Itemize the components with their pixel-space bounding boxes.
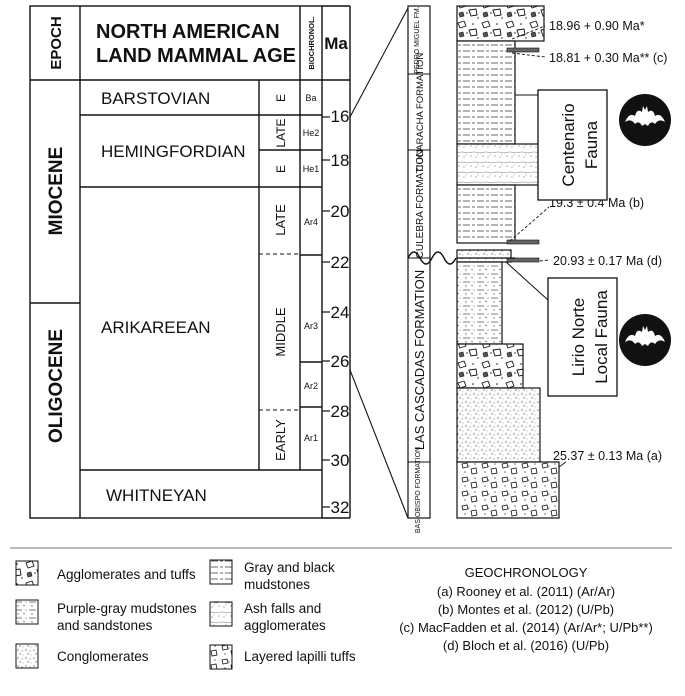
formation-las-cascadas: LAS CASCADAS FORMATION [412,270,427,450]
unit-pedro-miguel [456,5,545,42]
unit-cascadas-agglom [456,343,524,389]
date-a: 25.37 ± 0.13 Ma (a) [553,449,662,463]
subdivision-arikareean-middle: MIDDLE [273,307,288,356]
ma-tick-22: 22 [331,253,350,272]
formation-pedro-miguel: PEDRO MIGUEL FM. [414,6,421,73]
fauna-box-lirio-norte [547,277,618,397]
unit-cucaracha-upper [456,40,516,145]
unit-bas-obispo [456,461,560,519]
legend-swatch-agglomerate [15,560,39,586]
formation-bas-obispo: BAS OBISPO FORMATION [415,447,422,533]
fauna-box-centenario [537,89,608,201]
legend-label: agglomerates [244,618,326,633]
legend-swatch-ashfall [209,601,233,627]
timescale-table [29,5,351,519]
age-hemingfordian: HEMINGFORDIAN [101,142,246,161]
epoch-miocene: MIOCENE [46,147,67,236]
stratigraphic-column [407,5,567,519]
legend-label: Gray and black [244,560,335,575]
legend-label: Conglomerates [57,649,149,664]
formation-culebra: CULEBRA FORMATION [415,150,426,259]
subdivision-arikareean-early: EARLY [273,419,288,461]
date-c-upb: 18.81 + 0.30 Ma** (c) [549,51,667,65]
bat-icon [619,94,671,146]
correlation-lines [349,7,409,519]
ma-tick-20: 20 [331,202,350,221]
ma-tick-28: 28 [331,402,350,421]
ma-tick-30: 30 [331,451,350,470]
ma-tick-marks [322,116,330,508]
fauna-centenario-line1: Centenario [559,103,578,186]
epoch-header: EPOCH [48,16,65,69]
age-whitneyan: WHITNEYAN [106,486,207,505]
legend-label: Agglomerates and tuffs [57,567,196,582]
age-barstovian: BARSTOVIAN [101,89,210,108]
biochron-ar2: Ar2 [304,381,318,391]
geochronology-title: GEOCHRONOLOGY [465,565,588,580]
legend-swatch-conglomerate [15,643,39,669]
unit-culebra-mud [456,184,516,244]
date-c-ar: 18.96 + 0.90 Ma* [549,19,645,33]
geochronology-ref: (b) Montes et al. (2012) (U/Pb) [438,602,614,617]
fauna-centenario-line2: Fauna [582,120,601,169]
formation-cucaracha: CUCARACHA FORMATION [415,53,426,172]
unit-culebra-ash [456,143,540,186]
biochron-he2: He2 [303,128,320,138]
geochronology-ref: (a) Rooney et al. (2011) (Ar/Ar) [437,584,615,599]
geochronology-ref: (c) MacFadden et al. (2014) (Ar/Ar*; U/P… [399,620,653,635]
legend-swatch-mudstone [209,559,233,585]
legend-label: Layered lapilli tuffs [244,649,356,664]
unconformity-line [407,251,457,265]
ma-header: Ma [324,34,348,53]
subdivision-arikareean-late: LATE [273,204,288,236]
legend: Agglomerates and tuffs Purple-gray mudst… [15,559,653,670]
legend-swatch-mudsand [15,599,39,625]
ma-tick-24: 24 [331,303,350,322]
legend-label: Ash falls and [244,601,321,616]
biochron-he1: He1 [303,164,320,174]
biochron-header: BIOCHRONOL. [307,16,316,69]
legend-swatch-lapilli [209,644,233,670]
subdivision-hemingfordian-late: LATE [274,118,288,147]
biochron-ar1: Ar1 [304,433,318,443]
ma-tick-32: 32 [331,498,350,517]
geochronology-ref: (d) Bloch et al. (2016) (U/Pb) [443,638,609,653]
biochron-ar3: Ar3 [304,321,318,331]
fauna-lirio-line1: Lirio Norte [569,298,588,376]
legend-label: Purple-gray mudstones [57,601,197,616]
epoch-oligocene: OLIGOCENE [46,329,67,443]
age-arikareean: ARIKAREEAN [101,318,211,337]
legend-label: mudstones [244,577,310,592]
unit-cascadas-conglom [456,387,541,463]
date-d: 20.93 ± 0.17 Ma (d) [553,254,662,268]
biochron-ba: Ba [305,93,316,103]
ma-tick-16: 16 [331,107,350,126]
ma-tick-26: 26 [331,352,350,371]
unit-cascadas-top [456,249,512,263]
biochron-ar4: Ar4 [304,217,318,227]
fauna-lirio-line2: Local Fauna [592,290,611,384]
subdivision-barstovian-e: E [274,94,288,102]
bat-icon [619,314,671,366]
unit-cascadas-mudsand [456,261,503,345]
ma-tick-18: 18 [331,151,350,170]
nalma-header-line2: LAND MAMMAL AGE [96,45,296,67]
legend-label: and sandstones [57,618,153,633]
subdivision-hemingfordian-e: E [274,165,288,173]
nalma-header-line1: NORTH AMERICAN [96,21,280,43]
